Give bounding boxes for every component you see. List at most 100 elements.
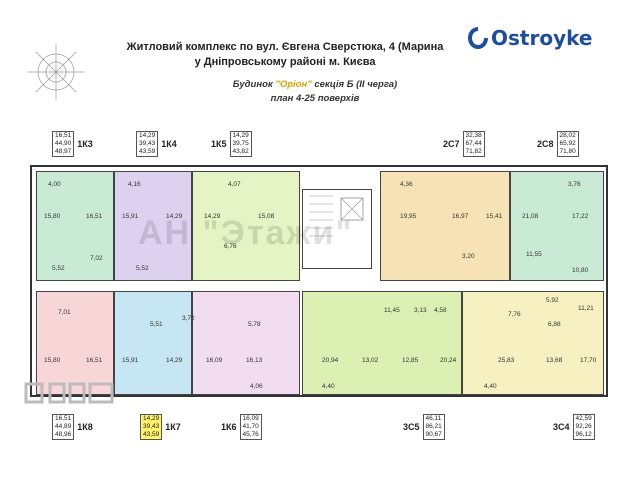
- ostroyke-logo[interactable]: Ostroyke: [468, 26, 592, 50]
- room-area: 13,68: [546, 357, 563, 364]
- room-area: 15,91: [122, 357, 139, 364]
- unit-code: 3С5: [403, 422, 420, 432]
- galaktika-logo: [28, 44, 84, 100]
- room-area: 20,94: [322, 357, 339, 364]
- ostroyke-logo-text: Ostroyke: [491, 26, 593, 50]
- room-area: 3,76: [568, 181, 581, 188]
- room-area: 5,52: [52, 265, 65, 272]
- room-area: 4,06: [250, 383, 263, 390]
- room-area: 14,29: [204, 213, 221, 220]
- building-suffix: секція Б (ІІ черга): [311, 79, 398, 90]
- floor-plan: 4,00 15,80 16,51 7,02 5,52 4,16 15,91 14…: [30, 165, 608, 397]
- building-line: Будинок "Оріон" секція Б (ІІ черга): [150, 79, 480, 90]
- room-area: 6,88: [548, 321, 561, 328]
- room-area: 6,76: [224, 243, 237, 250]
- room-area: 5,78: [248, 321, 261, 328]
- room-area: 19,95: [400, 213, 417, 220]
- apartment-1k7[interactable]: [114, 291, 192, 395]
- room-area: 25,83: [498, 357, 515, 364]
- room-area: 3,72: [182, 315, 195, 322]
- room-area: 4,40: [484, 383, 497, 390]
- stair-hatch-icon: [309, 195, 364, 237]
- unit-code: 1К3: [77, 139, 93, 149]
- room-area: 7,02: [90, 255, 103, 262]
- header-line-2: у Дніпровському районі м. Києва: [194, 56, 376, 68]
- building-prefix: Будинок: [232, 79, 276, 90]
- room-area: 21,08: [522, 213, 539, 220]
- unit-code: 1К8: [77, 422, 93, 432]
- room-area: 4,36: [400, 181, 413, 188]
- room-area: 15,08: [258, 213, 275, 220]
- unit-code: 1К4: [161, 139, 177, 149]
- room-area: 16,09: [206, 357, 223, 364]
- room-area: 5,52: [136, 265, 149, 272]
- room-area: 4,07: [228, 181, 241, 188]
- plan-label: план 4-25 поверхів: [270, 93, 360, 104]
- room-area: 20,24: [440, 357, 457, 364]
- apartment-3c5[interactable]: [302, 291, 462, 395]
- etazhi-logo: [24, 382, 114, 404]
- room-area: 7,76: [508, 311, 521, 318]
- room-area: 4,00: [48, 181, 61, 188]
- room-area: 11,21: [578, 305, 594, 312]
- apartment-1k5[interactable]: [192, 171, 300, 281]
- unit-code: 2С7: [443, 139, 460, 149]
- apartment-3c4[interactable]: [462, 291, 604, 395]
- apartment-2c8[interactable]: [510, 171, 604, 281]
- room-area: 16,97: [452, 213, 469, 220]
- watermark-text: АН "Этажи": [138, 214, 354, 252]
- apartment-2c7[interactable]: [380, 171, 510, 281]
- room-area: 4,40: [322, 383, 335, 390]
- room-area: 10,80: [572, 267, 589, 274]
- unit-code: 2С8: [537, 139, 554, 149]
- corridor: [36, 281, 604, 291]
- room-area: 3,20: [462, 253, 475, 260]
- room-area: 16,51: [86, 357, 103, 364]
- apartment-1k6[interactable]: [192, 291, 300, 395]
- room-area: 16,51: [86, 213, 103, 220]
- room-area: 11,45: [384, 307, 400, 314]
- room-area: 7,01: [58, 309, 71, 316]
- room-area: 15,91: [122, 213, 139, 220]
- room-area: 13,02: [362, 357, 379, 364]
- room-area: 3,13: [414, 307, 427, 314]
- room-area: 12,85: [402, 357, 419, 364]
- room-area: 15,41: [486, 213, 503, 220]
- room-area: 17,22: [572, 213, 589, 220]
- room-area: 4,16: [128, 181, 141, 188]
- room-area: 14,29: [166, 357, 183, 364]
- core-stair-lift: [302, 189, 372, 269]
- room-area: 11,55: [526, 251, 542, 258]
- ostroyke-o-icon: [468, 27, 488, 49]
- room-area: 5,92: [546, 297, 559, 304]
- apartment-1k8[interactable]: [36, 291, 114, 395]
- room-area: 15,80: [44, 213, 61, 220]
- room-area: 15,80: [44, 357, 61, 364]
- apartment-1k4[interactable]: [114, 171, 192, 281]
- unit-code: 1К5: [211, 139, 227, 149]
- unit-code: 1К7: [165, 422, 181, 432]
- building-name: "Оріон": [275, 79, 312, 90]
- unit-code: 3С4: [553, 422, 570, 432]
- apartment-1k3[interactable]: [36, 171, 114, 281]
- room-area: 5,51: [150, 321, 163, 328]
